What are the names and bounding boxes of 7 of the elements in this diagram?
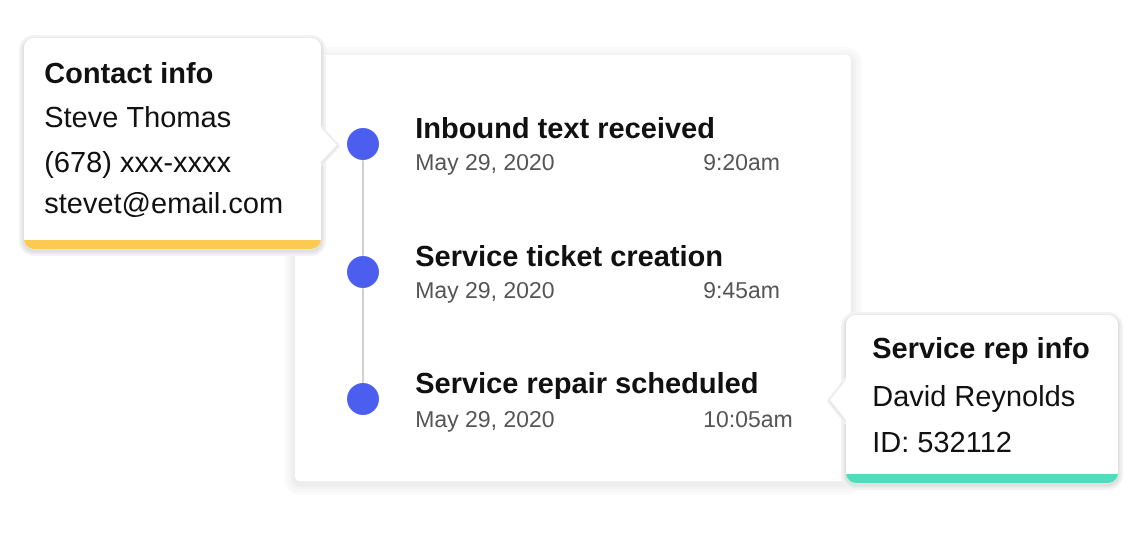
card-heading: Service rep info [873, 336, 1089, 364]
card-text: Steve Thomas [45, 105, 231, 128]
card-text: stevet@email.com [45, 191, 282, 217]
card-text: David Reynolds [874, 384, 1075, 412]
card-text: ID: 532112 [874, 431, 1011, 453]
card-text: (678) xxx-xxxx [46, 150, 231, 178]
card-heading: Contact info [45, 61, 213, 84]
